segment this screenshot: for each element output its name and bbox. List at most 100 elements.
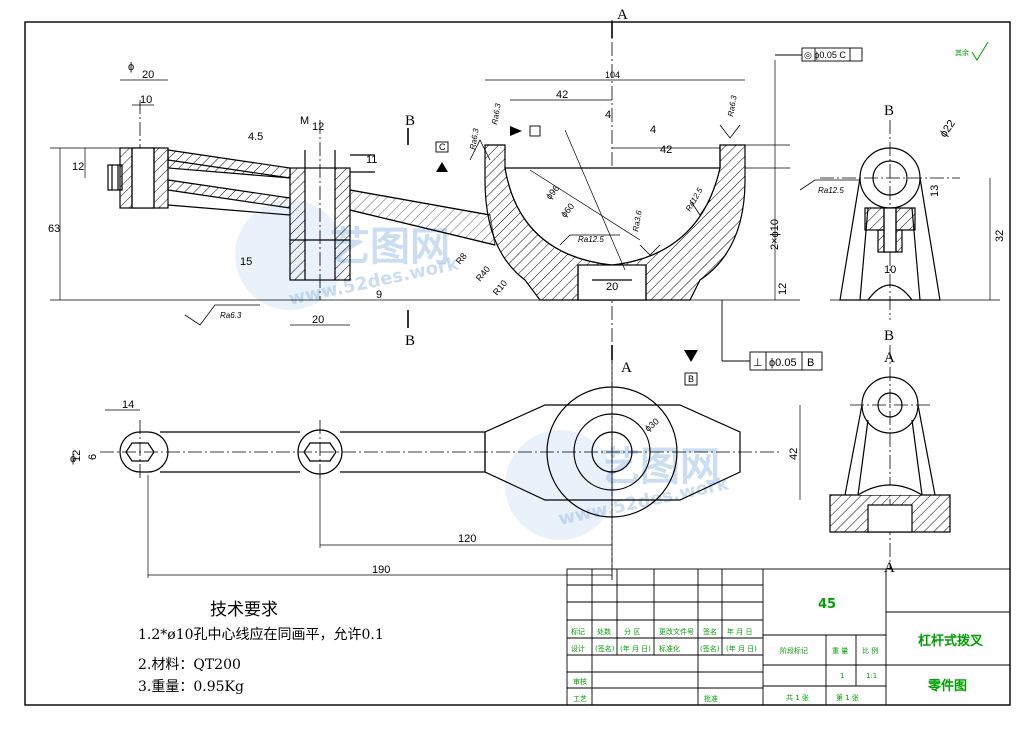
roughness-symbols bbox=[184, 124, 860, 326]
tb-row2-label-4: 标准化 bbox=[659, 644, 680, 653]
section-label-a-right-bottom: A bbox=[884, 560, 895, 576]
tb-row-label-6: 年 月 日 bbox=[727, 627, 752, 636]
requirements-line-3: 3.重量：0.95Kg bbox=[138, 679, 244, 695]
tb-approve: 批准 bbox=[704, 694, 718, 703]
tb-scale-value: 1:1 bbox=[866, 672, 877, 680]
roughness-ra63-a: Ra6.3 bbox=[220, 311, 242, 320]
roughness-ra125-a: Ra12.5 bbox=[818, 186, 844, 195]
requirements-line-2: 2.材料：QT200 bbox=[138, 657, 241, 673]
dim-4-5: 4.5 bbox=[248, 131, 263, 143]
section-label-a-top: A bbox=[617, 7, 628, 23]
tb-row2-label-1: 设计 bbox=[571, 644, 585, 653]
tolerance-perp-datum: B bbox=[807, 357, 814, 369]
section-label-b-right-bottom: B bbox=[884, 328, 894, 344]
dim-11: 11 bbox=[366, 154, 377, 166]
tb-sheet-no: 第 1 张 bbox=[836, 693, 859, 702]
datum-triangle-b bbox=[684, 350, 698, 362]
center-lines bbox=[100, 20, 960, 580]
tb-process: 工艺 bbox=[573, 695, 587, 703]
roughness-ra125-b: Ra12.5 bbox=[578, 235, 604, 244]
dim-phi: ϕ bbox=[128, 61, 134, 73]
tb-row2-label-3: (年 月 日) bbox=[620, 644, 651, 653]
dim-22: ϕ22 bbox=[938, 118, 958, 140]
tb-row2-label-5: (签名) bbox=[700, 644, 720, 653]
datum-triangle-mid bbox=[510, 126, 522, 136]
tb-row-label-3: 分 区 bbox=[624, 627, 640, 636]
roughness-other-symbol bbox=[971, 41, 989, 61]
title-block bbox=[566, 568, 1011, 706]
dim-190: 190 bbox=[372, 564, 390, 576]
dim-20-mid: 20 bbox=[606, 281, 618, 293]
dim-13: 13 bbox=[929, 185, 941, 197]
section-a-view bbox=[829, 376, 951, 533]
dim-m: M bbox=[300, 115, 309, 127]
tolerance-frames bbox=[435, 47, 863, 386]
section-label-a-mid: A bbox=[621, 360, 632, 376]
roughness-other: 其余 bbox=[955, 48, 969, 57]
tolerance-concentric: ◎ ϕ0.05 C bbox=[804, 50, 846, 60]
dim-10-top: 10 bbox=[140, 94, 152, 106]
roughness-ra36: Ra3.6 bbox=[631, 209, 644, 232]
roughness-ra63-b: Ra6.3 bbox=[468, 127, 481, 150]
tb-stage-header: 阶段标记 bbox=[780, 646, 808, 655]
dim-20-bottom: 20 bbox=[312, 314, 324, 326]
dim-9: 9 bbox=[376, 289, 382, 301]
tb-weight-value: 1 bbox=[840, 672, 844, 680]
dim-20-top: 20 bbox=[142, 69, 154, 81]
tb-row2-label-6: (年 月 日) bbox=[726, 644, 757, 653]
section-label-b-right-top: B bbox=[884, 103, 894, 119]
dim-42-b: 42 bbox=[660, 144, 672, 156]
section-label-b-top: B bbox=[405, 113, 415, 129]
tb-row-label-5: 签名 bbox=[703, 627, 717, 636]
requirements-title: 技术要求 bbox=[210, 600, 278, 620]
tolerance-perp-value: ϕ0.05 bbox=[769, 357, 797, 369]
dim-r10: R10 bbox=[491, 278, 509, 297]
tb-weight-header: 重 量 bbox=[832, 647, 848, 655]
datum-triangle-c bbox=[436, 162, 448, 172]
tb-sheets-total: 共 1 张 bbox=[786, 693, 809, 702]
dim-4-b: 4 bbox=[650, 124, 656, 136]
roughness-ra63-d: Ra6.3 bbox=[726, 94, 739, 117]
tolerance-perp-symbol: ⊥ bbox=[753, 357, 763, 369]
dim-42-a: 42 bbox=[556, 89, 568, 101]
tb-row-label-2: 处数 bbox=[597, 627, 611, 636]
dim-15: 15 bbox=[240, 256, 252, 268]
dim-63: 63 bbox=[48, 223, 60, 235]
tb-review: 审核 bbox=[573, 677, 587, 686]
tb-material: 45 bbox=[818, 597, 836, 612]
main-body-section bbox=[484, 144, 790, 301]
dim-30: ϕ30 bbox=[643, 416, 661, 433]
tb-part-name: 杠杆式拨叉 bbox=[918, 633, 984, 649]
dim-phi-bottom: ϕ bbox=[70, 453, 76, 465]
top-view bbox=[119, 386, 741, 518]
dim-2x10: 2×ϕ10 bbox=[769, 219, 781, 250]
drawing-border bbox=[24, 21, 1011, 706]
dim-r40: R40 bbox=[474, 264, 492, 283]
dim-14: 14 bbox=[122, 399, 134, 411]
dim-120: 120 bbox=[458, 533, 476, 545]
tb-row2-label-2: (签名) bbox=[595, 644, 615, 653]
datum-label-c: C bbox=[439, 142, 446, 152]
datum-label-b: B bbox=[688, 374, 694, 384]
tb-row-label-1: 标记 bbox=[571, 627, 585, 636]
tb-row-label-4: 更改文件号 bbox=[659, 627, 694, 636]
dim-12-top: 12 bbox=[312, 121, 324, 133]
dim-12-bottom: 12 bbox=[71, 450, 83, 462]
roughness-ra63-c: Ra6.3 bbox=[490, 102, 503, 125]
tb-drawing-type: 零件图 bbox=[927, 678, 967, 694]
section-marks bbox=[407, 22, 613, 360]
dim-12-right: 12 bbox=[777, 283, 789, 295]
dim-4-a: 4 bbox=[605, 109, 611, 121]
front-view bbox=[50, 147, 800, 301]
tb-scale-header: 比 例 bbox=[862, 646, 878, 655]
section-label-a-right-top: A bbox=[884, 350, 895, 366]
section-label-b-bottom: B bbox=[405, 333, 415, 349]
dim-104: 104 bbox=[605, 70, 620, 80]
dimension-lines bbox=[50, 60, 991, 578]
requirements-line-1: 1.2*ø10孔中心线应在同画平，允许0.1 bbox=[138, 627, 384, 643]
dim-32: 32 bbox=[994, 230, 1006, 242]
dim-12-left: 12 bbox=[72, 161, 84, 173]
dim-10-right: 10 bbox=[884, 264, 896, 276]
side-view bbox=[830, 147, 1000, 301]
